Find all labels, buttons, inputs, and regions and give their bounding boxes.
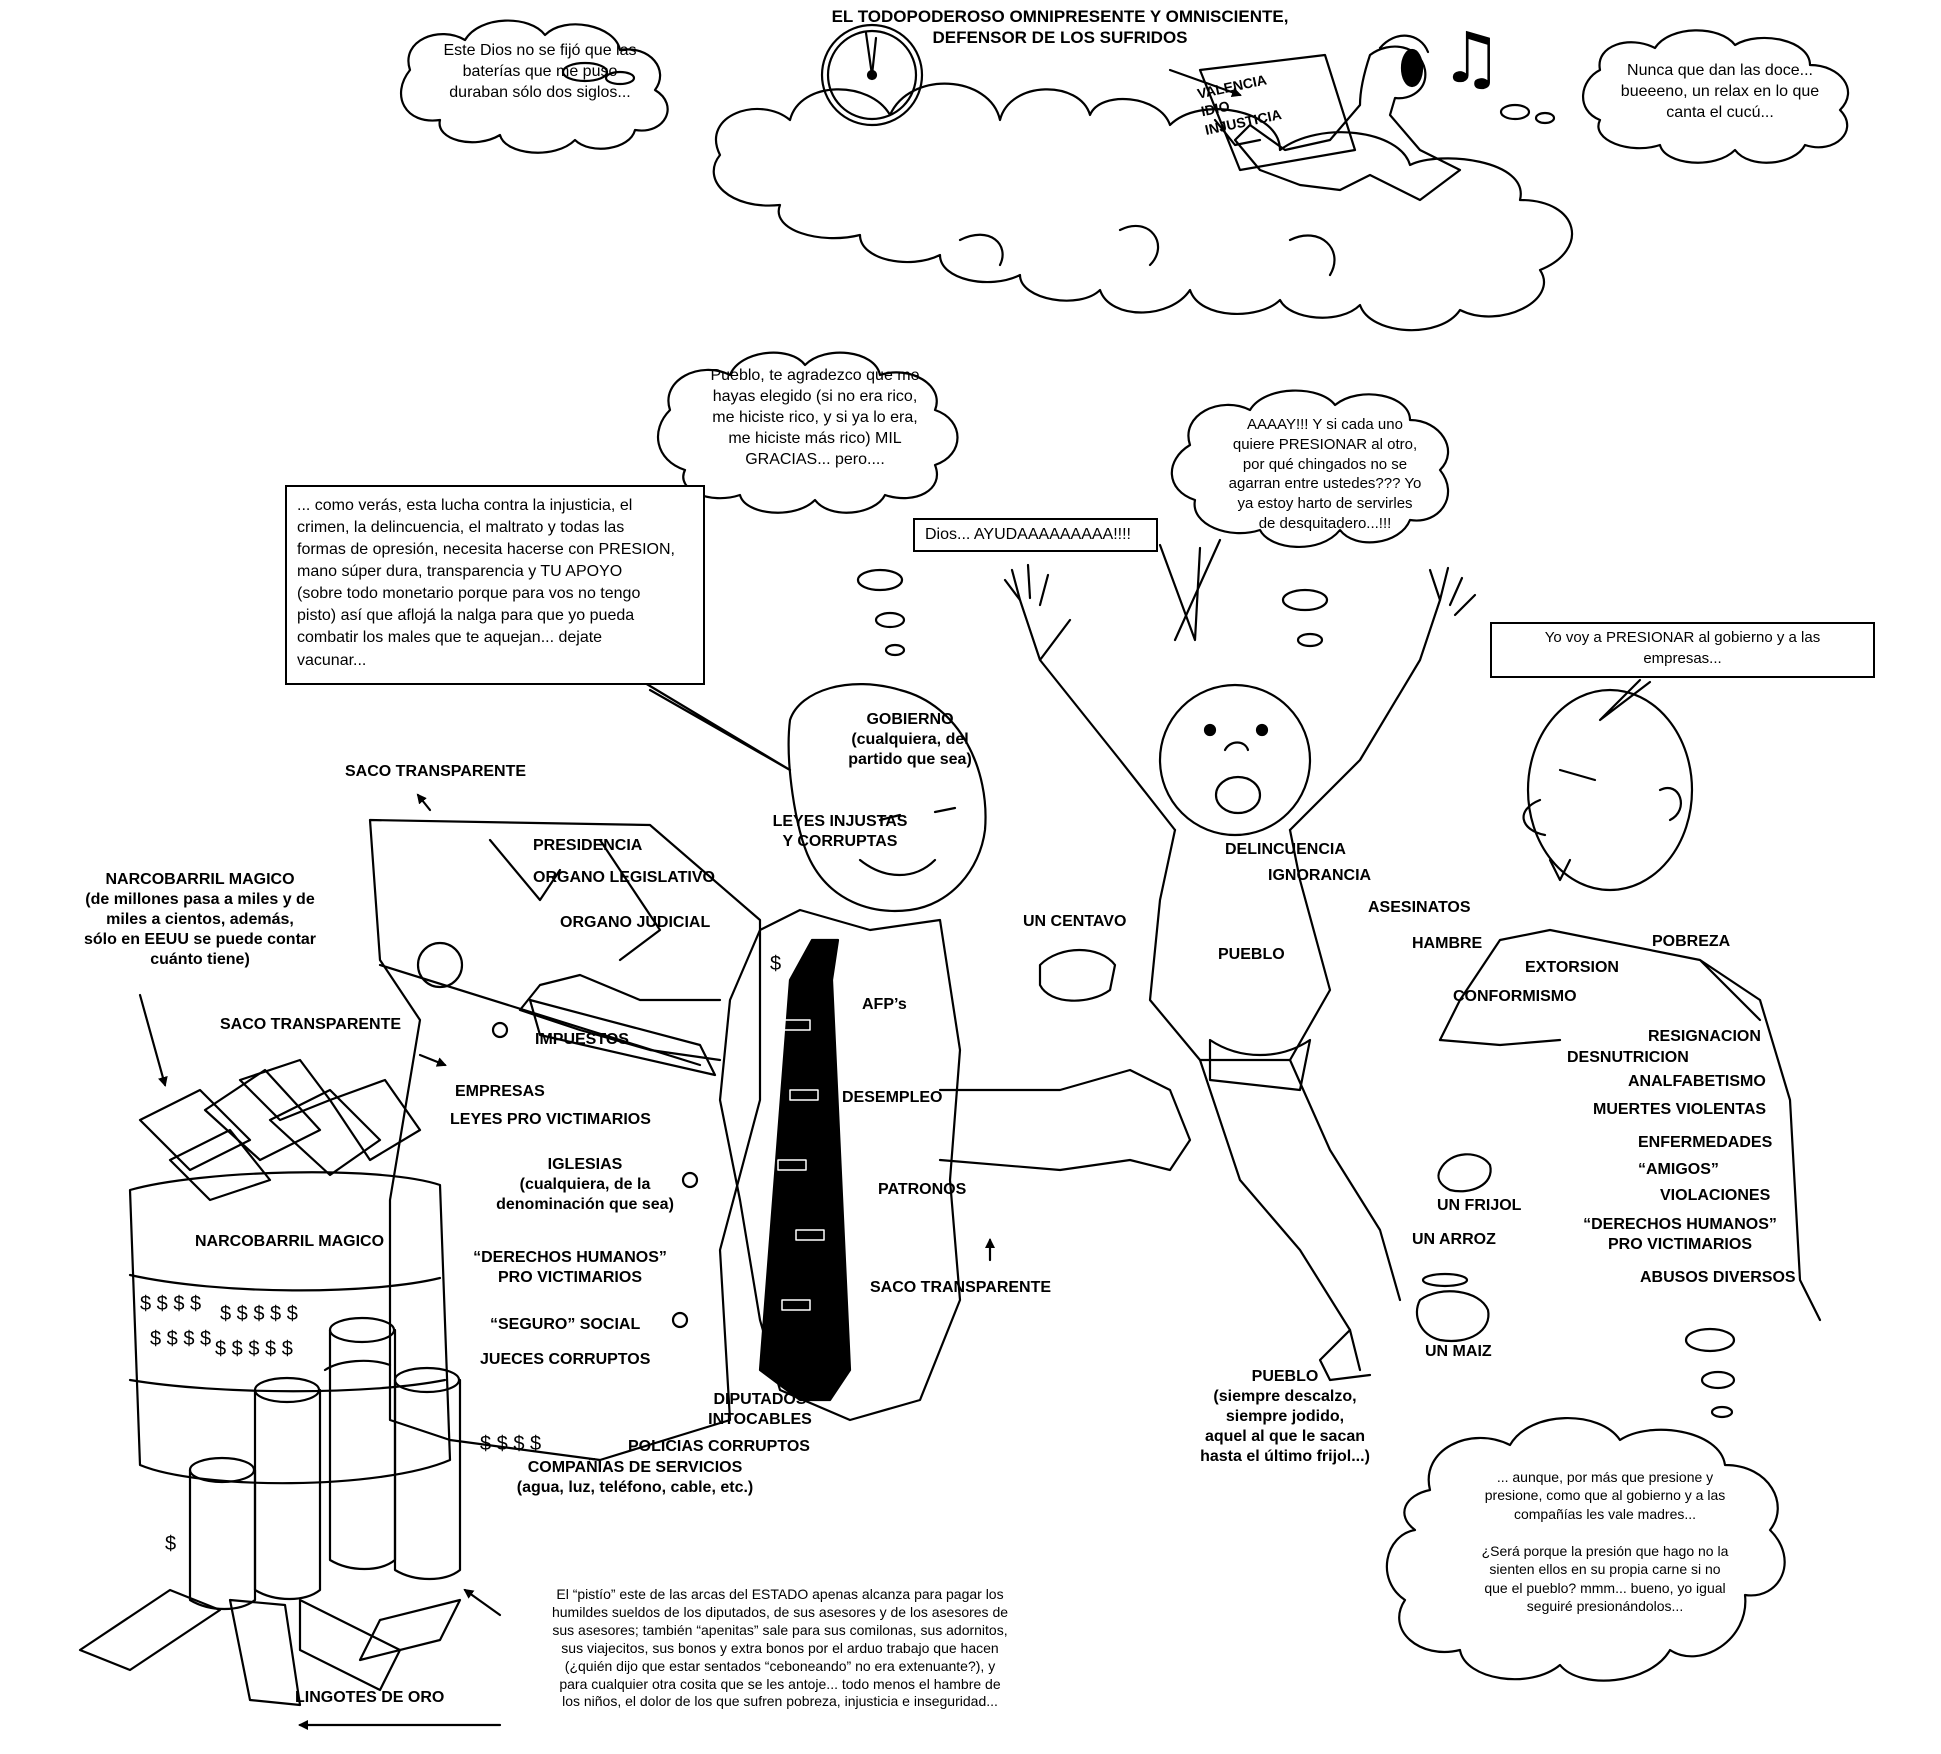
pueblo-legs (1198, 1058, 1402, 1372)
vampire-head (1526, 688, 1694, 892)
svg-text:$ $ $ $ $: $ $ $ $ $ (220, 1303, 298, 1325)
label-violaciones: VIOLACIONES (1660, 1187, 1771, 1204)
label-policias: POLICIAS CORRUPTOS (628, 1438, 810, 1455)
bubble-right-cloud (1582, 29, 1850, 164)
newspaper (1198, 53, 1357, 172)
label-leyes-injustas: LEYES INJUSTAS Y CORRUPTAS (772, 813, 908, 850)
label-impuestos: IMPUESTOS (535, 1031, 629, 1048)
label-seguro: “SEGURO” SOCIAL (490, 1316, 641, 1333)
label-resignacion: RESIGNACION (1648, 1028, 1761, 1045)
pueblo-head (1158, 683, 1312, 837)
label-delincuencia: DELINCUENCIA (1225, 841, 1346, 858)
saco-transparente-left (368, 818, 762, 1462)
label-organo-legislativo: ORGANO LEGISLATIVO (533, 869, 715, 886)
label-un-frijol: UN FRIJOL (1437, 1197, 1522, 1214)
label-un-arroz: UN ARROZ (1412, 1231, 1496, 1248)
pressure-thought-text: ... aunque, por más que presione y presi… (1481, 1469, 1729, 1615)
label-lingotes: LINGOTES DE ORO (295, 1689, 445, 1706)
label-desnutricion: DESNUTRICION (1567, 1049, 1689, 1066)
label-gobierno: GOBIERNO (cualquiera, del partido que se… (848, 711, 972, 768)
label-saco-mid: SACO TRANSPARENTE (220, 1016, 402, 1033)
svg-text:♫: ♫ (1440, 17, 1503, 99)
bubble-left-cloud (400, 19, 669, 154)
gov-thought-text: Pueblo, te agradezco que me hayas elegid… (710, 367, 920, 469)
label-saco-bottom: SACO TRANSPARENTE (870, 1279, 1052, 1296)
label-pueblo-caption: PUEBLO (siempre descalzo, siempre jodido… (1200, 1368, 1370, 1465)
gov-thought-cloud (656, 351, 959, 514)
label-pueblo-chest: PUEBLO (1218, 946, 1285, 963)
label-empresas: EMPRESAS (455, 1083, 545, 1100)
svg-text:$: $ (770, 953, 781, 975)
bottom-note: El “pistío” este de las arcas del ESTADO… (551, 1586, 1009, 1710)
label-derechos-right: “DERECHOS HUMANOS” PRO VICTIMARIOS (1583, 1216, 1777, 1253)
syringe (378, 963, 702, 1067)
label-un-centavo: UN CENTAVO (1023, 913, 1127, 930)
pueblo-thought-text: AAAAY!!! Y si cada uno quiere PRESIONAR … (1228, 416, 1422, 532)
government-head (787, 683, 987, 912)
pueblo-shout-box: Dios... AYUDAAAAAAAAA!!!! (913, 518, 1158, 552)
government-body (718, 908, 962, 1422)
money-bundles (138, 1058, 422, 1202)
svg-text:$: $ (165, 1533, 176, 1555)
svg-text:$ $ $ $: $ $ $ $ (480, 1433, 541, 1455)
label-afps: AFP’s (862, 996, 907, 1013)
label-iglesias: IGLESIAS (cualquiera, de la denominación… (496, 1156, 674, 1213)
maiz (1415, 1290, 1490, 1343)
gov-speech-box: ... como verás, esta lucha contra la inj… (285, 485, 705, 685)
pueblo-thought-cloud (1170, 389, 1450, 549)
god-title: EL TODOPODEROSO OMNIPRESENTE Y OMNISCIEN… (831, 7, 1289, 48)
label-hambre: HAMBRE (1412, 935, 1483, 952)
label-narcobarril-barrel: NARCOBARRIL MAGICO (195, 1233, 385, 1250)
top-left-bubble-text: Este Dios no se fijó que las baterías qu… (443, 42, 637, 102)
pressure-thought-cloud (1385, 1417, 1786, 1682)
label-saco-top: SACO TRANSPARENTE (345, 763, 527, 780)
label-enfermedades: ENFERMEDADES (1638, 1134, 1773, 1151)
pueblo-right-arm (1288, 598, 1442, 832)
label-diputados: DIPUTADOS INTOCABLES (708, 1391, 812, 1428)
music-notes-icon: ♫ (1440, 17, 1503, 99)
government-right-arm (938, 1068, 1192, 1172)
label-patronos: PATRONOS (878, 1181, 967, 1198)
label-organo-judicial: ORGANO JUDICIAL (560, 914, 711, 931)
narcobarril (128, 1171, 452, 1485)
label-jueces: JUECES CORRUPTOS (480, 1351, 651, 1368)
coin-stacks (188, 1316, 462, 1610)
label-amigos: “AMIGOS” (1638, 1161, 1719, 1178)
label-un-maiz: UN MAIZ (1425, 1343, 1492, 1360)
top-right-bubble-text: Nunca que dan las doce... bueeeno, un re… (1620, 62, 1820, 122)
label-desempleo: DESEMPLEO (842, 1089, 943, 1106)
clock-icon (820, 23, 924, 127)
pressure-speech-box: Yo voy a PRESIONAR al gobierno y a las e… (1490, 622, 1875, 678)
label-analfabetismo: ANALFABETISMO (1628, 1073, 1766, 1090)
svg-text:$ $ $ $ $: $ $ $ $ $ (215, 1338, 293, 1360)
label-abusos: ABUSOS DIVERSOS (1640, 1269, 1796, 1286)
gold-ingots (78, 1588, 462, 1707)
label-extorsion: EXTORSION (1525, 959, 1619, 976)
label-leyes-pro: LEYES PRO VICTIMARIOS (450, 1111, 651, 1128)
label-companias: COMPAÑIAS DE SERVICIOS (agua, luz, teléf… (516, 1459, 754, 1496)
dollar-signs: $ $ $ $ $ $ $ $ $ $ $ $ $ $ $ $ $ $ $ $ … (140, 953, 781, 1555)
label-derechos-left: “DERECHOS HUMANOS” PRO VICTIMARIOS (473, 1249, 667, 1286)
label-conformismo: CONFORMISMO (1453, 988, 1577, 1005)
heaven-cloud (712, 82, 1573, 332)
label-presidencia: PRESIDENCIA (533, 837, 643, 854)
label-asesinatos: ASESINATOS (1368, 899, 1471, 916)
pueblo-left-arm (1018, 598, 1177, 832)
label-ignorancia: IGNORANCIA (1268, 867, 1372, 884)
svg-text:$ $ $ $: $ $ $ $ (140, 1293, 201, 1315)
pueblo-body (1148, 828, 1332, 1062)
label-muertes: MUERTES VIOLENTAS (1593, 1101, 1767, 1118)
label-pobreza: POBREZA (1652, 933, 1731, 950)
arroz (1421, 1272, 1469, 1288)
svg-text:$ $ $ $: $ $ $ $ (150, 1328, 211, 1350)
vampire-body (1438, 928, 1822, 1322)
frijol (1437, 1153, 1492, 1193)
centavo-coin (1038, 948, 1117, 1002)
label-narcobarril-title: NARCOBARRIL MAGICO (de millones pasa a m… (83, 871, 317, 968)
